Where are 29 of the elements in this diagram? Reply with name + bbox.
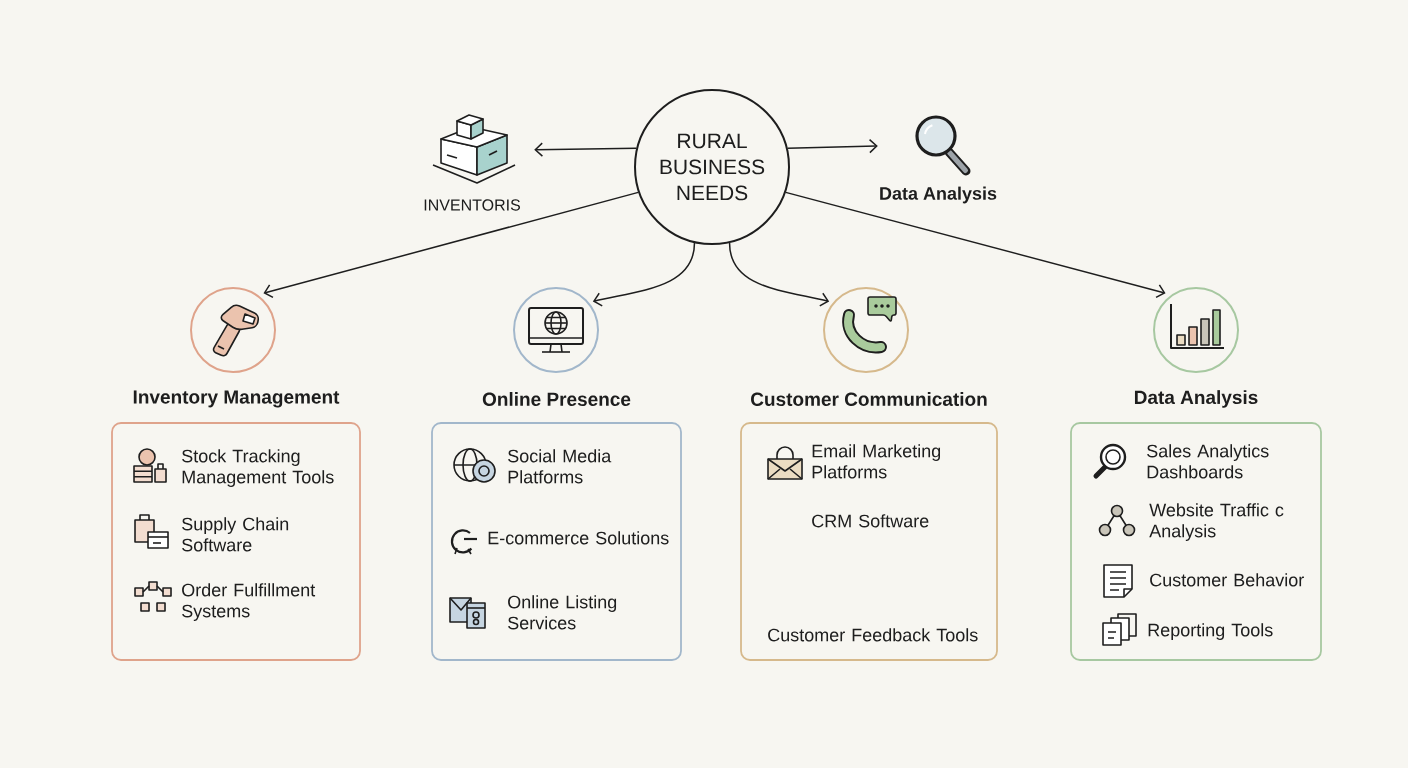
icon-caption: INVENTORIS: [424, 199, 521, 211]
item-label: Reporting Tools: [1148, 623, 1273, 640]
section-heading: Online Presence: [482, 392, 631, 406]
arrow: [785, 191, 1166, 299]
item-label: E-commerce Solutions: [488, 531, 669, 545]
item-label: Email Marketing Platforms: [812, 444, 941, 479]
arrow: [592, 242, 696, 307]
item-label: Customer Behavior: [1150, 573, 1304, 587]
arrow: [263, 191, 639, 299]
bar-chart-icon: [1153, 287, 1239, 373]
item-label: Online Listing Services: [508, 595, 617, 630]
item-label: Website Traffic c Analysis: [1149, 503, 1284, 541]
section-heading: Inventory Management: [133, 390, 340, 408]
arrow: [728, 242, 830, 307]
item-label: Order Fulfillment Systems: [182, 583, 316, 621]
monitor-globe-icon: [513, 287, 599, 373]
arrow: [786, 138, 878, 154]
item-label: CRM Software: [812, 514, 929, 528]
item-label: Sales Analytics Dashboards: [1147, 444, 1269, 479]
item-label: Customer Feedback Tools: [768, 628, 978, 642]
barcode-scanner-icon: [190, 287, 276, 373]
section-heading: Data Analysis: [1134, 390, 1258, 408]
section-heading: Customer Communication: [751, 392, 987, 406]
item-label: Social Media Platforms: [508, 449, 612, 484]
phone-chat-icon: [823, 287, 909, 373]
arrow: [534, 142, 638, 157]
item-label: Supply Chain Software: [182, 517, 289, 552]
icon-caption: Data Analysis: [880, 186, 997, 204]
item-label: Stock Tracking Management Tools: [182, 449, 334, 487]
